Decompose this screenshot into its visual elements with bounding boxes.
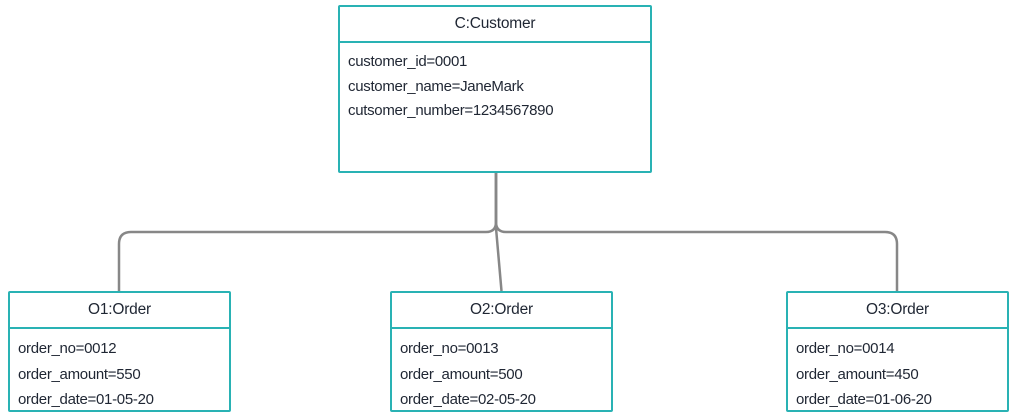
attribute-customer-name: customer_name=JaneMark [348, 77, 524, 95]
attribute-order-amount: order_amount=500 [400, 365, 523, 383]
object-node-order-3: O3:Order order_no=0014 order_amount=450 … [786, 291, 1009, 412]
connector-customer-to-order3 [494, 173, 899, 291]
attribute-order-no: order_no=0013 [400, 340, 499, 357]
node-title-customer: C:Customer [340, 7, 650, 43]
node-body-customer: customer_id=0001 customer_name=JaneMark … [340, 43, 650, 131]
connector-customer-to-order1 [117, 173, 498, 291]
node-body-order-1: order_no=0012 order_amount=550 order_dat… [10, 329, 229, 416]
attribute-order-amount: order_amount=450 [796, 365, 919, 383]
attribute-order-date: order_date=01-06-20 [796, 391, 932, 408]
object-node-order-2: O2:Order order_no=0013 order_amount=500 … [390, 291, 613, 412]
attribute-order-date: order_date=02-05-20 [400, 391, 536, 408]
object-node-customer: C:Customer customer_id=0001 customer_nam… [338, 5, 652, 173]
node-title-order-2: O2:Order [392, 293, 611, 329]
node-title-order-3: O3:Order [788, 293, 1007, 329]
node-body-order-2: order_no=0013 order_amount=500 order_dat… [392, 329, 611, 416]
attribute-order-no: order_no=0014 [796, 340, 895, 357]
attribute-customer-id: customer_id=0001 [348, 53, 468, 70]
attribute-order-amount: order_amount=550 [18, 365, 141, 383]
object-node-order-1: O1:Order order_no=0012 order_amount=550 … [8, 291, 231, 412]
attribute-customer-number: cutsomer_number=1234567890 [348, 102, 554, 119]
attribute-order-no: order_no=0012 [18, 340, 117, 357]
connector-customer-to-order2 [494, 173, 503, 292]
attribute-order-date: order_date=01-05-20 [18, 391, 154, 408]
node-title-order-1: O1:Order [10, 293, 229, 329]
node-body-order-3: order_no=0014 order_amount=450 order_dat… [788, 329, 1007, 416]
